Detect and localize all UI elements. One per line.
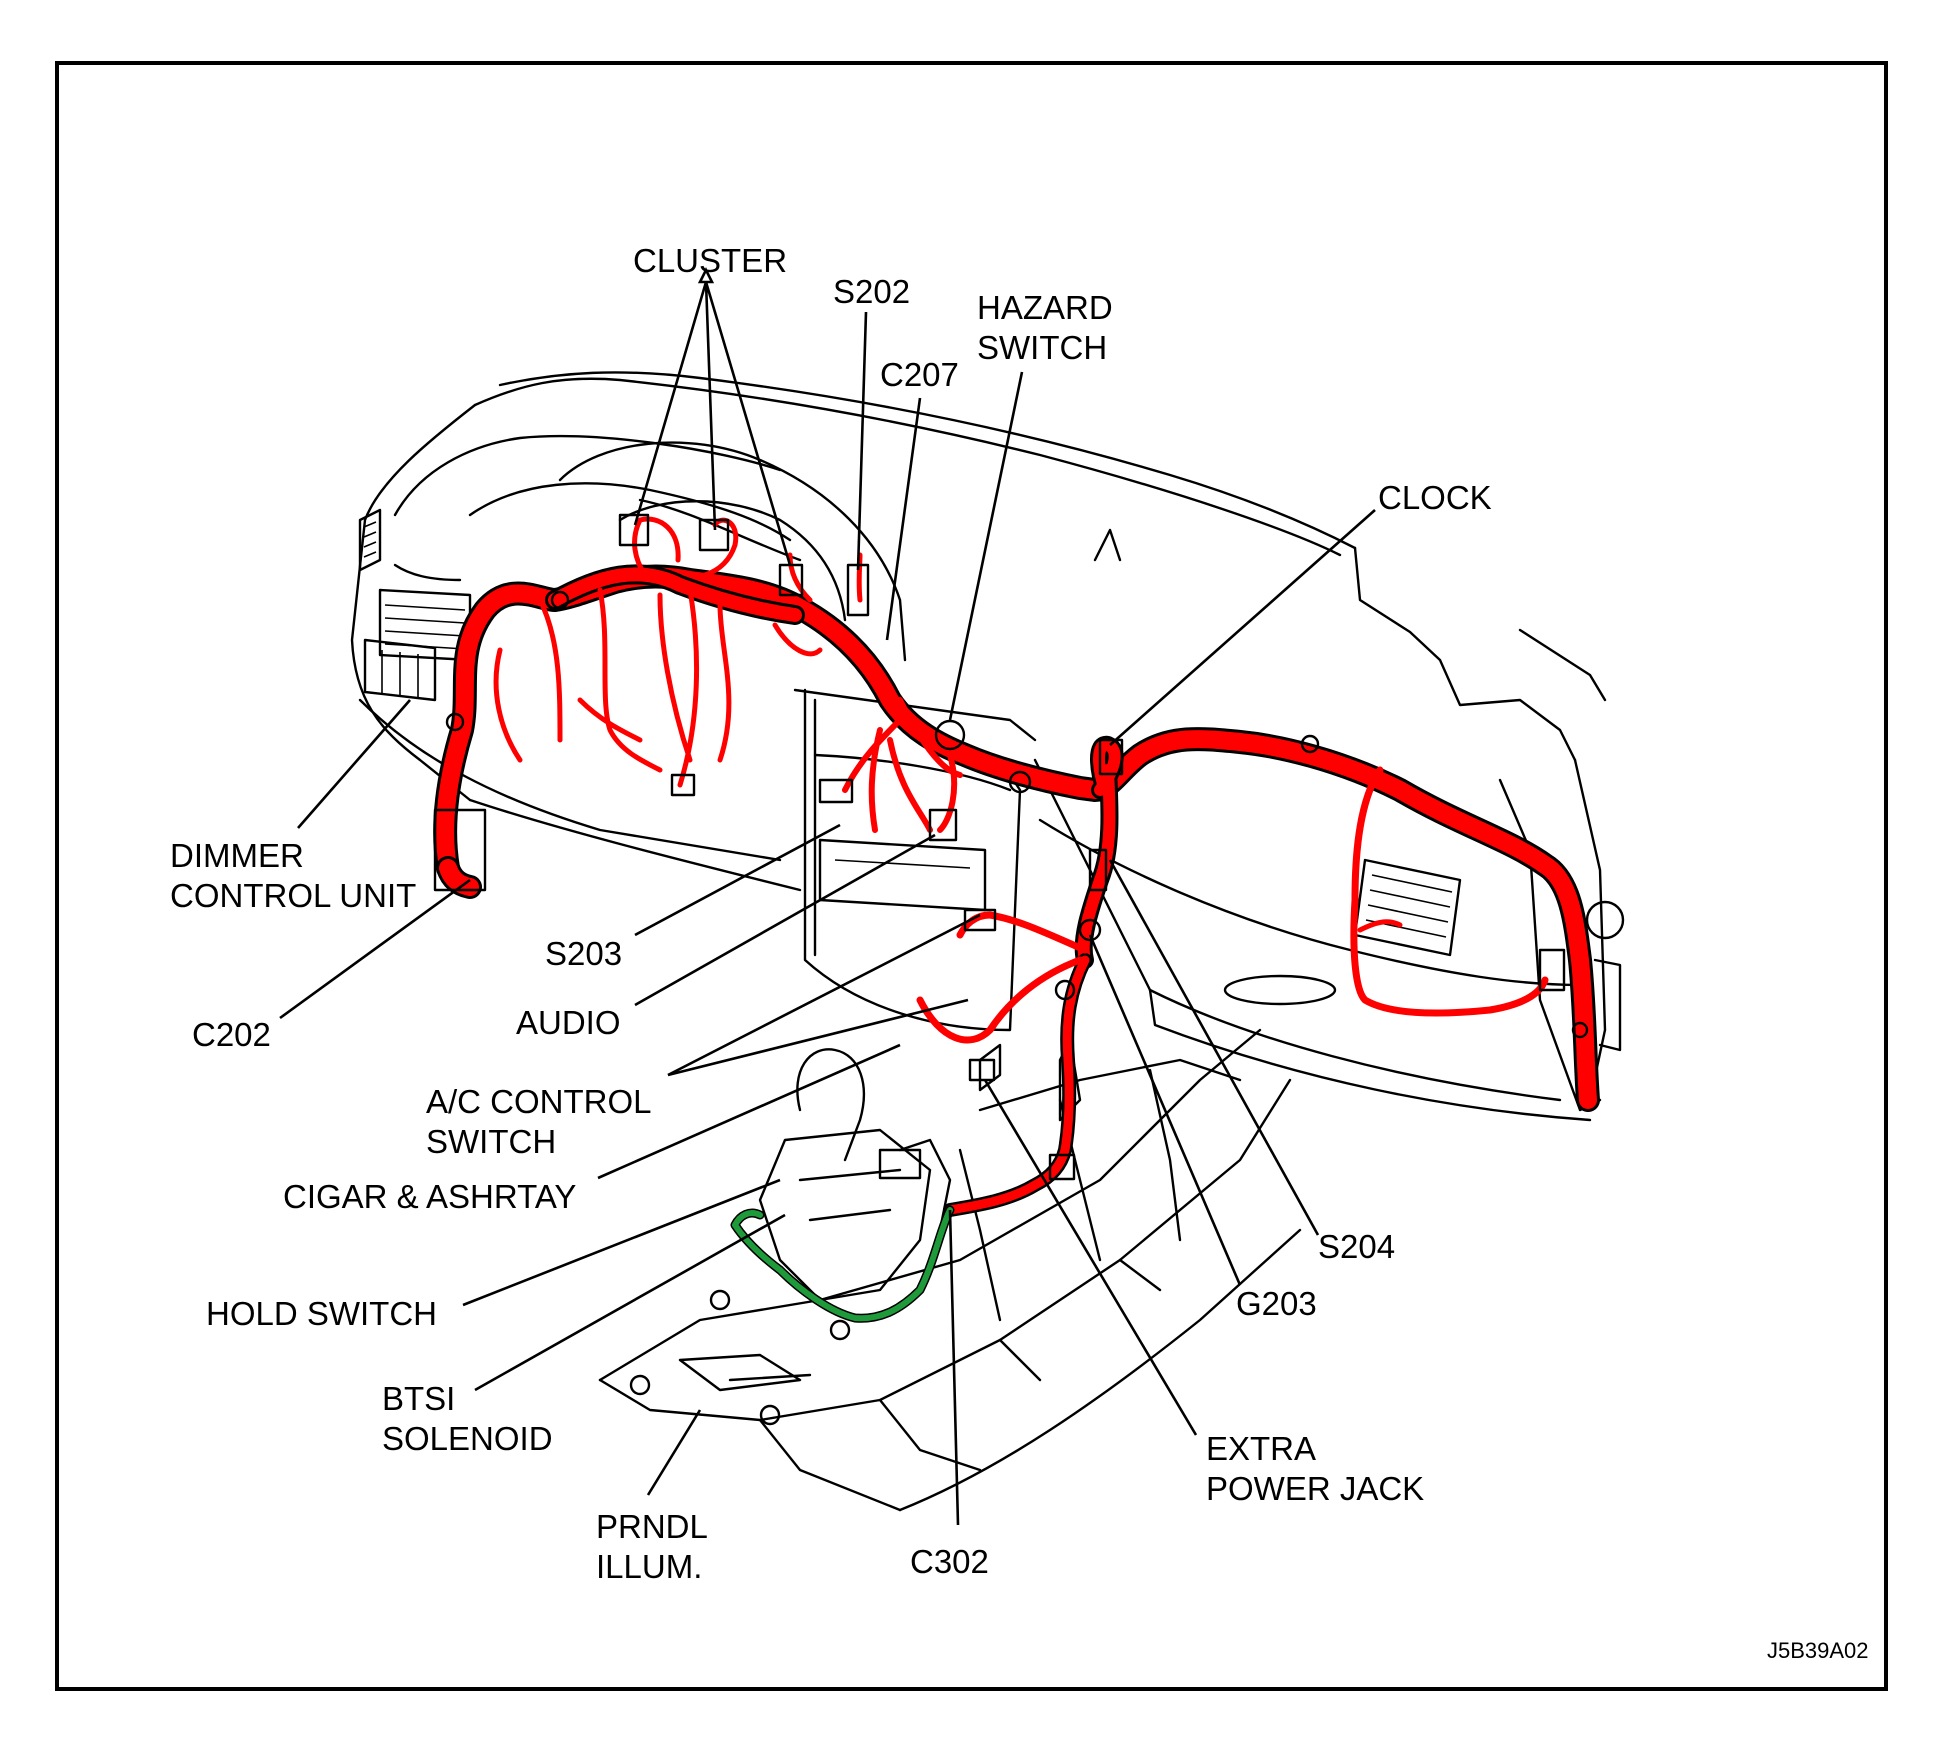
label-extra-power-line2: POWER JACK: [1206, 1470, 1424, 1507]
label-extra-power-line1: EXTRA: [1206, 1430, 1316, 1467]
label-audio: AUDIO: [516, 1004, 621, 1041]
arrowheads-cluster: [697, 267, 715, 284]
label-ac-control-line1: A/C CONTROL: [426, 1083, 652, 1120]
leader-clock: [1109, 509, 1376, 746]
label-clock: CLOCK: [1378, 479, 1492, 516]
leader-cigar-ashtray: [597, 998, 969, 1180]
harness-cluster-loop: [548, 567, 802, 622]
callout-labels: CLUSTER S202 HAZARD SWITCH C207 CLOCK DI…: [170, 242, 1869, 1663]
leader-prndl: [646, 1409, 702, 1496]
leader-c207: [885, 397, 922, 641]
label-hazard-switch-line2: SWITCH: [977, 329, 1107, 366]
label-ac-control-line2: SWITCH: [426, 1123, 556, 1160]
label-btsi-line2: SOLENOID: [382, 1420, 553, 1457]
label-s204: S204: [1318, 1228, 1395, 1265]
label-prndl-line1: PRNDL: [596, 1508, 708, 1545]
leader-audio: [634, 833, 936, 1007]
harness-lower-branches: [493, 587, 732, 788]
label-c302: C302: [910, 1543, 989, 1580]
label-c202: C202: [192, 1016, 271, 1053]
label-cluster: CLUSTER: [633, 242, 787, 279]
btsi-wire: [730, 1205, 955, 1323]
harness-center-branches: [842, 697, 963, 833]
harness-cluster-branches: [632, 516, 863, 657]
leader-hold-switch: [462, 1178, 781, 1307]
leader-s204: [1108, 859, 1320, 1236]
dashboard-outline: [350, 371, 1625, 1512]
leader-dimmer: [297, 699, 411, 829]
label-c207: C207: [880, 356, 959, 393]
leader-hazard-switch: [948, 371, 1024, 721]
harness-glovebox-loop: [1350, 766, 1549, 1017]
label-prndl-line2: ILLUM.: [596, 1548, 702, 1585]
leader-ac-control: [667, 913, 981, 1077]
leader-s202: [856, 311, 868, 571]
leader-lines: [279, 267, 1376, 1526]
leader-s203: [634, 823, 841, 937]
label-cigar-ashtray: CIGAR & ASHRTAY: [283, 1178, 576, 1215]
leader-btsi: [474, 1213, 786, 1392]
harness-console-drop: [945, 955, 1090, 1215]
label-s203: S203: [545, 935, 622, 972]
label-hold-switch: HOLD SWITCH: [206, 1295, 437, 1332]
label-hazard-switch-line1: HAZARD: [977, 289, 1113, 326]
connectors: [433, 513, 1589, 1181]
label-s202: S202: [833, 273, 910, 310]
leader-cluster: [633, 281, 792, 566]
label-dimmer-line1: DIMMER: [170, 837, 304, 874]
label-g203: G203: [1236, 1285, 1317, 1322]
leader-c202: [279, 878, 471, 1020]
figure-code: J5B39A02: [1767, 1638, 1869, 1663]
label-btsi-line1: BTSI: [382, 1380, 455, 1417]
leader-extra-power: [983, 1079, 1198, 1436]
label-dimmer-line2: CONTROL UNIT: [170, 877, 416, 914]
leader-g203: [1088, 934, 1242, 1286]
leader-c302: [948, 1209, 960, 1526]
diagram-border: [55, 61, 1888, 1691]
